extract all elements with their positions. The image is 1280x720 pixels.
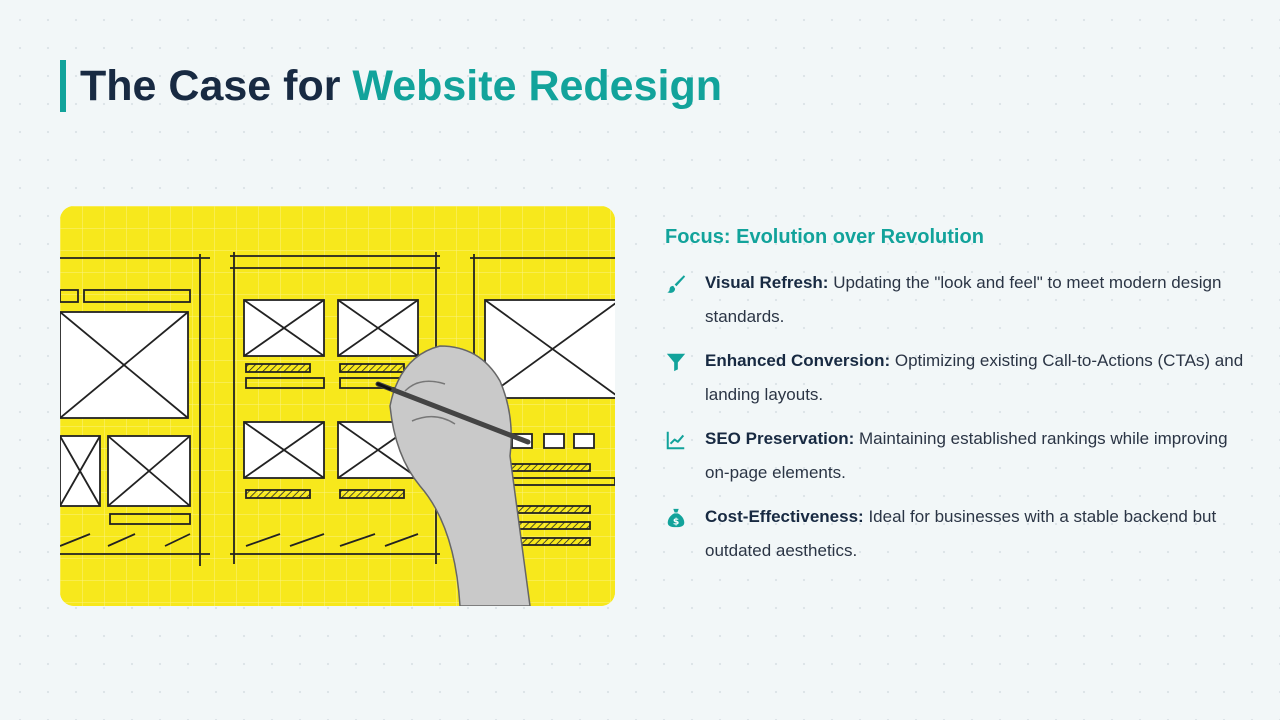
funnel-icon xyxy=(666,353,686,372)
item-label: Visual Refresh: xyxy=(705,273,829,292)
item-label: Enhanced Conversion: xyxy=(705,351,891,370)
content-panel: Focus: Evolution over Revolution Visual … xyxy=(665,222,1245,578)
item-label: SEO Preservation: xyxy=(705,429,855,448)
svg-text:$: $ xyxy=(673,516,679,527)
item-text: Optimizing existing Call-to-Actions (CTA… xyxy=(705,351,1244,404)
list-item-cost-effectiveness: $ Cost-Effectiveness: Ideal for business… xyxy=(665,500,1245,568)
page-title-accent: Website Redesign xyxy=(352,62,722,110)
item-text: Updating the "look and feel" to meet mod… xyxy=(705,273,1222,326)
title-accent-bar xyxy=(60,60,66,112)
page-title-prefix: The Case for xyxy=(80,62,353,110)
money-bag-icon: $ xyxy=(667,508,685,527)
item-text: Ideal for businesses with a stable backe… xyxy=(705,507,1217,560)
list-item-visual-refresh: Visual Refresh: Updating the "look and f… xyxy=(665,266,1245,334)
item-text: Maintaining established rankings while i… xyxy=(705,429,1228,482)
chart-line-icon xyxy=(666,431,685,450)
list-item-enhanced-conversion: Enhanced Conversion: Optimizing existing… xyxy=(665,344,1245,412)
list-item-seo-preservation: SEO Preservation: Maintaining establishe… xyxy=(665,422,1245,490)
page-title: The Case for Website Redesign xyxy=(80,58,722,114)
wireframe-sketch-image xyxy=(60,206,615,606)
item-label: Cost-Effectiveness: xyxy=(705,507,864,526)
focus-heading: Focus: Evolution over Revolution xyxy=(665,226,984,248)
paintbrush-icon xyxy=(667,275,686,293)
